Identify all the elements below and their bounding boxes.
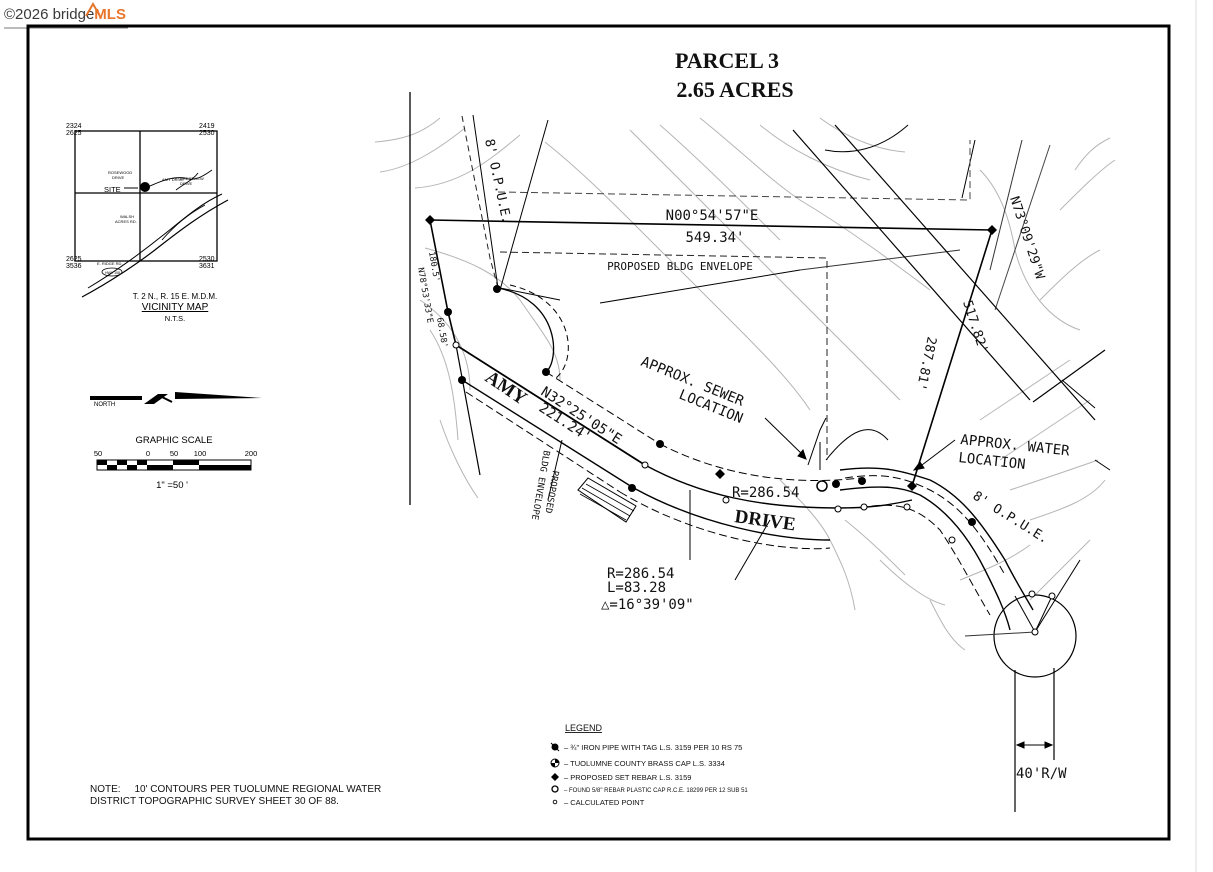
contour-lines: [374, 117, 1116, 651]
graphic-scale-title: GRAPHIC SCALE: [135, 435, 212, 446]
legend-item-calculated: – CALCULATED POINT: [564, 798, 645, 807]
vicinity-corner-br-2: 3631: [199, 263, 215, 270]
graphic-scale: GRAPHIC SCALE 50 0 50 100 200 1" =50 ': [94, 435, 257, 491]
svg-text:DRIVE: DRIVE: [180, 181, 193, 186]
iron-pipe-marker-icon: [493, 285, 501, 293]
rebar-marker-icon: [425, 215, 435, 225]
watermark-mark: [4, 2, 128, 29]
watermark: ©2026 bridgeMLS: [4, 6, 126, 23]
vicinity-map: HWY 108 ROSEWOOD DRIVE AMY DRIVE CRESTVI…: [66, 123, 229, 323]
rebar-marker-icon: [987, 225, 997, 235]
parcel-geometry: [409, 92, 1111, 812]
scale-tick-4: 200: [245, 449, 258, 458]
calculated-point-icon: [722, 496, 730, 504]
legend-item-iron-pipe: – ¾" IRON PIPE WITH TAG L.S. 3159 PER 10…: [564, 743, 742, 752]
rebar-marker-icon: [715, 469, 725, 479]
curve-l-label: L=83.28: [607, 580, 666, 596]
vicinity-corner-bl-2: 3536: [66, 263, 82, 270]
iron-pipe-marker-icon: [542, 368, 550, 376]
survey-monuments: [425, 215, 1056, 636]
scale-ratio: 1" =50 ': [156, 480, 188, 491]
calculated-point-icon: [1031, 628, 1039, 636]
site-marker-icon: [140, 182, 150, 192]
svg-text:AMY DRIVE: AMY DRIVE: [162, 177, 184, 182]
opue-left-label: 8' O.P.U.E.: [481, 138, 514, 225]
note-line-2: DISTRICT TOPOGRAPHIC SURVEY SHEET 30 OF …: [90, 796, 339, 807]
vicinity-township: T. 2 N., R. 15 E. M.D.M.: [133, 292, 217, 301]
legend: LEGEND – ¾" IRON PIPE WITH TAG L.S. 3159…: [550, 723, 748, 807]
envelope-label: PROPOSED BLDG ENVELOPE: [607, 260, 753, 273]
found-rebar-legend-icon: [551, 785, 559, 793]
plat-labels: N00°54'57"E 549.34' PROPOSED BLDG ENVELO…: [415, 138, 1071, 782]
north-arrow: NORTH: [90, 392, 262, 408]
vicinity-corner-br-1: 2530: [199, 256, 215, 263]
found-rebar-marker-icon: [816, 480, 828, 492]
curve-delta-label: △=16°39'09": [601, 597, 694, 613]
vicinity-corner-tl-1: 2324: [66, 123, 82, 130]
road-name-amy: AMY: [481, 367, 531, 410]
legend-item-rebar: – PROPOSED SET REBAR L.S. 3159: [564, 773, 691, 782]
svg-text:ACRES RD.: ACRES RD.: [115, 219, 137, 224]
calculated-point-legend-icon: [552, 799, 558, 805]
iron-pipe-marker-icon: [968, 518, 976, 526]
scale-tick-3: 100: [194, 449, 207, 458]
calculated-point-icon: [641, 461, 649, 469]
rebar-marker-icon: [907, 481, 917, 491]
iron-pipe-marker-icon: [832, 480, 840, 488]
svg-text:E. RIDGE RD.: E. RIDGE RD.: [97, 261, 123, 266]
right-short-label: 287.81': [913, 335, 939, 392]
legend-item-brass-cap: – TUOLUMNE COUNTY BRASS CAP L.S. 3334: [564, 759, 725, 768]
vicinity-title: VICINITY MAP: [142, 302, 209, 313]
north-label: NORTH: [94, 402, 115, 408]
legend-title: LEGEND: [565, 723, 603, 733]
parcel-acreage: 2.65 ACRES: [676, 77, 793, 102]
calculated-point-icon: [1028, 590, 1036, 598]
parcel-title: PARCEL 3: [675, 48, 779, 73]
iron-pipe-marker-icon: [628, 484, 636, 492]
calculated-point-icon: [860, 503, 868, 511]
iron-pipe-marker-icon: [444, 308, 452, 316]
vicinity-scale: N.T.S.: [165, 314, 185, 323]
calculated-point-icon: [1048, 592, 1056, 600]
calculated-point-icon: [834, 505, 842, 513]
radius-label: R=286.54: [732, 485, 799, 501]
calculated-point-icon: [948, 536, 956, 544]
svg-text:ROSEWOOD: ROSEWOOD: [108, 170, 132, 175]
vicinity-site-label: SITE: [104, 185, 121, 194]
scale-tick-1: 0: [146, 449, 150, 458]
note: NOTE: 10' CONTOURS PER TUOLUMNE REGIONAL…: [90, 784, 381, 807]
top-distance-label: 549.34': [685, 230, 744, 246]
watermark-brand: MLS: [94, 6, 126, 23]
note-line-1: NOTE: 10' CONTOURS PER TUOLUMNE REGIONAL…: [90, 784, 381, 795]
svg-text:DRIVE: DRIVE: [112, 175, 125, 180]
row-label: 40'R/W: [1016, 766, 1067, 782]
iron-pipe-marker-icon: [458, 376, 466, 384]
iron-pipe-marker-icon: [858, 477, 866, 485]
left-dist-lower-label: 68.58': [434, 317, 449, 349]
vicinity-corner-tr-1: 2419: [199, 123, 215, 130]
curve-r-label: R=286.54: [607, 566, 674, 582]
vicinity-corner-tr-2: 2530: [199, 130, 215, 137]
left-dist-upper-label: 180.5': [426, 251, 441, 283]
calculated-point-icon: [452, 341, 460, 349]
rebar-legend-icon: [551, 773, 559, 781]
water-label-2: LOCATION: [958, 450, 1027, 473]
svg-text:HWY 108: HWY 108: [105, 271, 120, 275]
scale-tick-2: 50: [170, 449, 178, 458]
vicinity-corner-tl-2: 2625: [66, 130, 82, 137]
scale-tick-0: 50: [94, 449, 102, 458]
sheet-border: [26, 24, 1171, 841]
iron-pipe-marker-icon: [656, 440, 664, 448]
right-distance-label: 517.82': [959, 299, 990, 356]
vicinity-corner-bl-1: 2625: [66, 256, 82, 263]
road-name-drive: DRIVE: [733, 506, 797, 535]
svg-text:CRESTVIEW: CRESTVIEW: [180, 176, 204, 181]
legend-item-found-rebar: – FOUND 5/8" REBAR PLASTIC CAP R.C.E. 18…: [564, 788, 748, 794]
watermark-copyright: ©2026 bridge: [4, 6, 95, 23]
top-bearing-label: N00°54'57"E: [666, 208, 759, 224]
calculated-point-icon: [903, 503, 911, 511]
svg-text:WALSH: WALSH: [120, 214, 134, 219]
